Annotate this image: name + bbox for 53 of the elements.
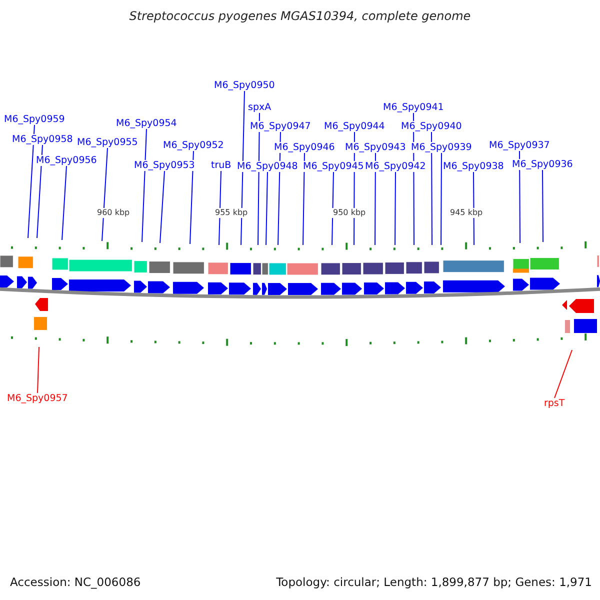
leader-line	[102, 148, 108, 242]
leader-line	[218, 170, 222, 246]
leader-line	[240, 90, 245, 246]
footer-text: Accession: NC_006086	[10, 575, 141, 589]
gene-label: M6_Spy0947	[250, 121, 311, 132]
leader-line	[62, 166, 67, 240]
scale-label: 955 kbp	[214, 208, 249, 218]
leader-line	[36, 144, 43, 238]
leader-line	[374, 152, 376, 246]
leader-line	[431, 132, 432, 246]
gene-label: M6_Spy0940	[401, 121, 462, 132]
gene-label: M6_Spy0958	[12, 134, 73, 145]
gene-label: M6_Spy0955	[77, 137, 138, 148]
leader-line	[37, 346, 40, 394]
leader-line	[473, 172, 474, 246]
gene-label: M6_Spy0937	[489, 140, 550, 151]
gene-label: M6_Spy0956	[36, 155, 97, 166]
gene-label: rpsT	[544, 398, 565, 409]
title: Streptococcus pyogenes MGAS10394, complete genome	[128, 9, 472, 23]
gene-label: M6_Spy0936	[512, 159, 573, 170]
leader-line	[190, 150, 194, 244]
gene-label: M6_Spy0941	[383, 102, 444, 113]
gene-label: M6_Spy0943	[345, 142, 406, 153]
leader-line	[440, 152, 442, 246]
gene-label: M6_Spy0948	[237, 161, 298, 172]
leader-line	[542, 170, 544, 242]
scale-label: 950 kbp	[332, 208, 367, 218]
gene-label: M6_Spy0945	[303, 161, 364, 172]
gene-label: M6_Spy0954	[116, 118, 177, 129]
gene-label: M6_Spy0939	[411, 142, 472, 153]
leader-line	[160, 170, 165, 244]
scale-label: 960 kbp	[96, 208, 131, 218]
leader-line	[302, 152, 305, 246]
leader-line	[142, 128, 147, 242]
leader-line	[519, 150, 520, 244]
gene-label: spxA	[248, 102, 272, 113]
gene-label: M6_Spy0957	[7, 393, 68, 404]
gene-label: truB	[211, 160, 232, 171]
gene-label: M6_Spy0942	[365, 161, 426, 172]
footer-text: Topology: circular; Length: 1,899,877 bp; Genes: 1,971	[276, 575, 592, 589]
leader-line	[266, 172, 268, 246]
gene-label: M6_Spy0952	[163, 140, 224, 151]
gene-label: M6_Spy0944	[324, 121, 385, 132]
gene-label: M6_Spy0959	[4, 114, 65, 125]
leader-line	[28, 124, 35, 238]
gene-label: M6_Spy0946	[274, 142, 335, 153]
leader-line	[394, 172, 396, 246]
leader-line	[332, 172, 334, 246]
scale-label: 945 kbp	[449, 208, 484, 218]
gene-label: M6_Spy0953	[134, 160, 195, 171]
gene-label: M6_Spy0938	[443, 161, 504, 172]
gene-label: M6_Spy0950	[214, 80, 275, 91]
leader-line	[554, 350, 572, 398]
